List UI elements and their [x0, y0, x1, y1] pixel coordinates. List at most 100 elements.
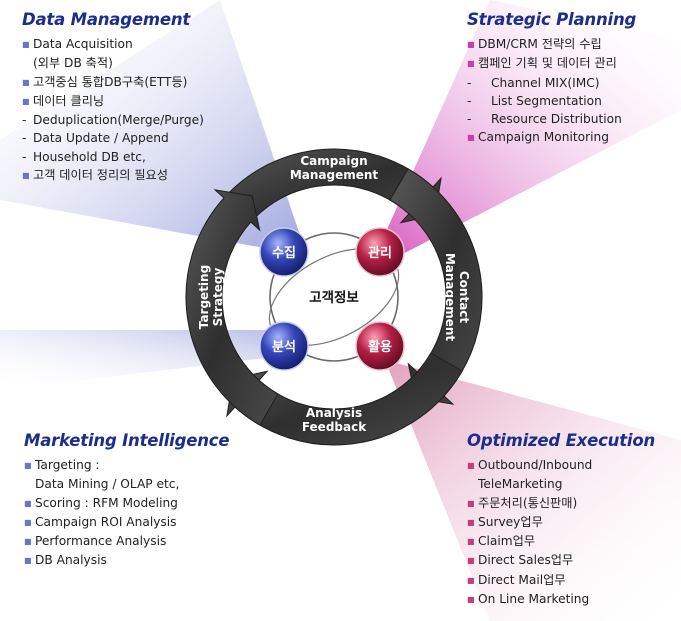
list-item: ■On Line Marketing — [467, 590, 655, 609]
bullet-icon: ■ — [22, 96, 30, 106]
list-item: ■캠페인 기획 및 데이터 관리 — [467, 54, 636, 73]
item-text: Targeting : — [35, 458, 100, 472]
bullet-icon: ■ — [22, 40, 30, 49]
panel-title: Optimized Execution — [467, 431, 656, 450]
list-item: ■Targeting : — [24, 456, 229, 475]
list-item: ■고객 데이터 정리의 필요성 — [22, 166, 204, 185]
item-text: Channel MIX(IMC) — [491, 75, 600, 90]
list-item: ■Performance Analysis — [24, 532, 229, 551]
list-item: - List Segmentation — [467, 92, 636, 110]
bullet-icon: ■ — [24, 461, 32, 470]
beam-optimized-execution — [385, 360, 681, 621]
list-item: ■Scoring : RFM Modeling — [24, 494, 229, 513]
ring-segment-bottom — [226, 352, 463, 446]
list-item: -Channel MIX(IMC) — [467, 74, 636, 92]
item-text: Resource Distribution — [491, 112, 622, 127]
ring-label-top-line: Campaign — [300, 154, 367, 168]
ring-label-right-line: Management — [443, 253, 457, 342]
node-collect-label: 수집 — [272, 246, 296, 261]
list-item: ■고객중심 통합DB구축(ETT등) — [22, 73, 204, 92]
ring-label-right-line: Contact — [457, 271, 471, 324]
item-text: Claim업무 — [478, 534, 536, 549]
item-text: Campaign Monitoring — [478, 130, 609, 145]
item-text: Direct Sales업무 — [478, 553, 574, 568]
node-collect: 수집 — [259, 227, 309, 277]
item-text: Data Update / Append — [33, 131, 169, 146]
node-utilize: 활용 — [355, 321, 405, 371]
ring-segment-top — [205, 148, 442, 242]
item-list: ■Data Acquisition(외부 DB 축적)■고객중심 통합DB구축(… — [22, 35, 204, 185]
item-text: DBM/CRM 전략의 수립 — [478, 37, 602, 51]
panel-title: Marketing Intelligence — [24, 431, 230, 450]
list-item: ■Direct Sales업무 — [467, 551, 655, 570]
bullet-icon: ■ — [24, 517, 32, 527]
list-item: -Household DB etc, — [22, 148, 204, 166]
item-list: ■DBM/CRM 전략의 수립■캠페인 기획 및 데이터 관리-Channel … — [467, 35, 636, 148]
ring-label-top-line: Management — [290, 168, 379, 182]
ring-segment-left — [185, 189, 279, 426]
item-text: 캠페인 기획 및 데이터 관리 — [478, 56, 617, 71]
item-text: Survey업무 — [478, 514, 543, 529]
dash-icon: - — [22, 131, 27, 146]
bullet-icon: ■ — [467, 498, 475, 508]
item-text: TeleMarketing — [478, 477, 563, 492]
ring-label-bottom-line: Feedback — [302, 420, 367, 434]
center-label: 고객정보 — [309, 289, 359, 306]
item-text: 데이터 클리닝 — [33, 93, 105, 108]
ring-label-left: TargetingStrategy — [197, 265, 225, 329]
list-item: ■DB Analysis — [24, 551, 229, 570]
node-analyze-label: 분석 — [272, 340, 296, 355]
list-item: -Deduplication(Merge/Purge) — [22, 111, 204, 129]
bullet-icon: ■ — [467, 461, 475, 470]
list-item: ■Data Acquisition — [22, 35, 204, 54]
item-text: List Segmentation — [491, 93, 602, 108]
dash-icon: - — [22, 149, 27, 164]
item-text: Deduplication(Merge/Purge) — [33, 113, 204, 128]
item-text: Outbound/Inbound — [478, 458, 593, 472]
item-text: Campaign ROI Analysis — [35, 514, 177, 529]
dash-icon: - — [22, 113, 27, 128]
list-item: - Resource Distribution — [467, 110, 636, 128]
bullet-icon: ■ — [467, 537, 475, 547]
list-item: TeleMarketing — [467, 475, 655, 493]
list-item: ■DBM/CRM 전략의 수립 — [467, 35, 636, 54]
item-text: On Line Marketing — [478, 592, 590, 607]
beam-strategic-planning — [380, 0, 681, 258]
panel-data-management: Data Management ■Data Acquisition(외부 DB … — [22, 10, 204, 185]
panel-title: Data Management — [22, 10, 191, 29]
item-text: Performance Analysis — [35, 534, 167, 549]
panel-marketing-intelligence: Marketing Intelligence ■Targeting :Data … — [24, 431, 230, 571]
process-ring — [185, 148, 483, 446]
bullet-icon: ■ — [467, 556, 475, 566]
list-item: ■Claim업무 — [467, 532, 655, 551]
item-text: 고객 데이터 정리의 필요성 — [33, 168, 168, 183]
list-item: ■Direct Mail업무 — [467, 571, 655, 590]
list-item: ■Campaign ROI Analysis — [24, 513, 229, 532]
list-item: ■주문처리(통신판매) — [467, 494, 655, 513]
bullet-icon: ■ — [24, 537, 32, 547]
node-manage-label: 관리 — [368, 245, 392, 261]
panel-title: Strategic Planning — [467, 10, 637, 29]
bullet-icon: ■ — [467, 40, 475, 49]
list-item: ■데이터 클리닝 — [22, 92, 204, 111]
dash-icon: - — [467, 93, 472, 108]
bullet-icon: ■ — [467, 595, 475, 605]
ring-label-right: ContactManagement — [443, 253, 471, 342]
bullet-icon: ■ — [467, 517, 475, 527]
item-text: 주문처리(통신판매) — [478, 495, 578, 510]
inner-orbit-circle — [269, 232, 399, 362]
bullet-icon: ■ — [467, 575, 475, 585]
bullet-icon: ■ — [22, 171, 30, 181]
bullet-icon: ■ — [22, 77, 30, 87]
list-item: ■Outbound/Inbound — [467, 456, 655, 475]
dash-icon: - — [467, 112, 472, 127]
ring-label-bottom-line: Analysis — [306, 406, 362, 420]
item-text: Data Acquisition — [33, 37, 133, 51]
item-text: Household DB etc, — [33, 149, 146, 164]
ring-label-left-line: Targeting — [197, 265, 211, 329]
